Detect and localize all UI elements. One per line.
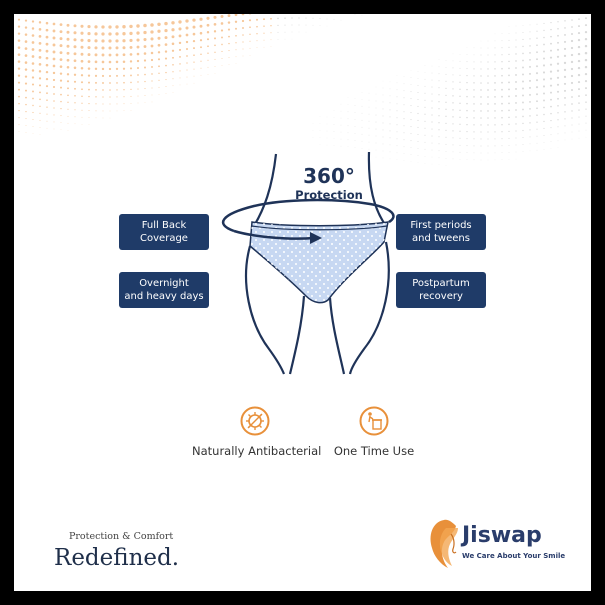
benefit-first-periods: First periods and tweens <box>396 214 486 250</box>
dotted-wave-background <box>17 14 588 166</box>
tagline-small: Protection & Comfort <box>69 531 174 542</box>
tagline-redefined: Redefined. <box>54 545 180 571</box>
benefit-postpartum: Postpartum recovery <box>396 272 486 308</box>
benefit-full-back-coverage: Full Back Coverage <box>119 214 209 250</box>
brand-name: Jiswap <box>462 523 542 548</box>
heading-protection: Protection <box>295 188 363 202</box>
body-figure-illustration <box>221 151 395 375</box>
feature-label-antibacterial: Naturally Antibacterial <box>192 444 322 458</box>
brand-tagline: We Care About Your Smile <box>462 552 566 560</box>
product-card: 360° Protection Full Back Coverage Overn… <box>14 14 591 591</box>
benefit-overnight: Overnight and heavy days <box>119 272 209 308</box>
protection-heading: 360° Protection <box>279 164 379 202</box>
heading-360: 360° <box>303 164 355 188</box>
feature-label-one-time-use: One Time Use <box>333 444 415 458</box>
antibacterial-icon <box>240 406 270 436</box>
brand-logo-icon <box>430 519 458 568</box>
disposable-bin-icon <box>359 406 389 436</box>
